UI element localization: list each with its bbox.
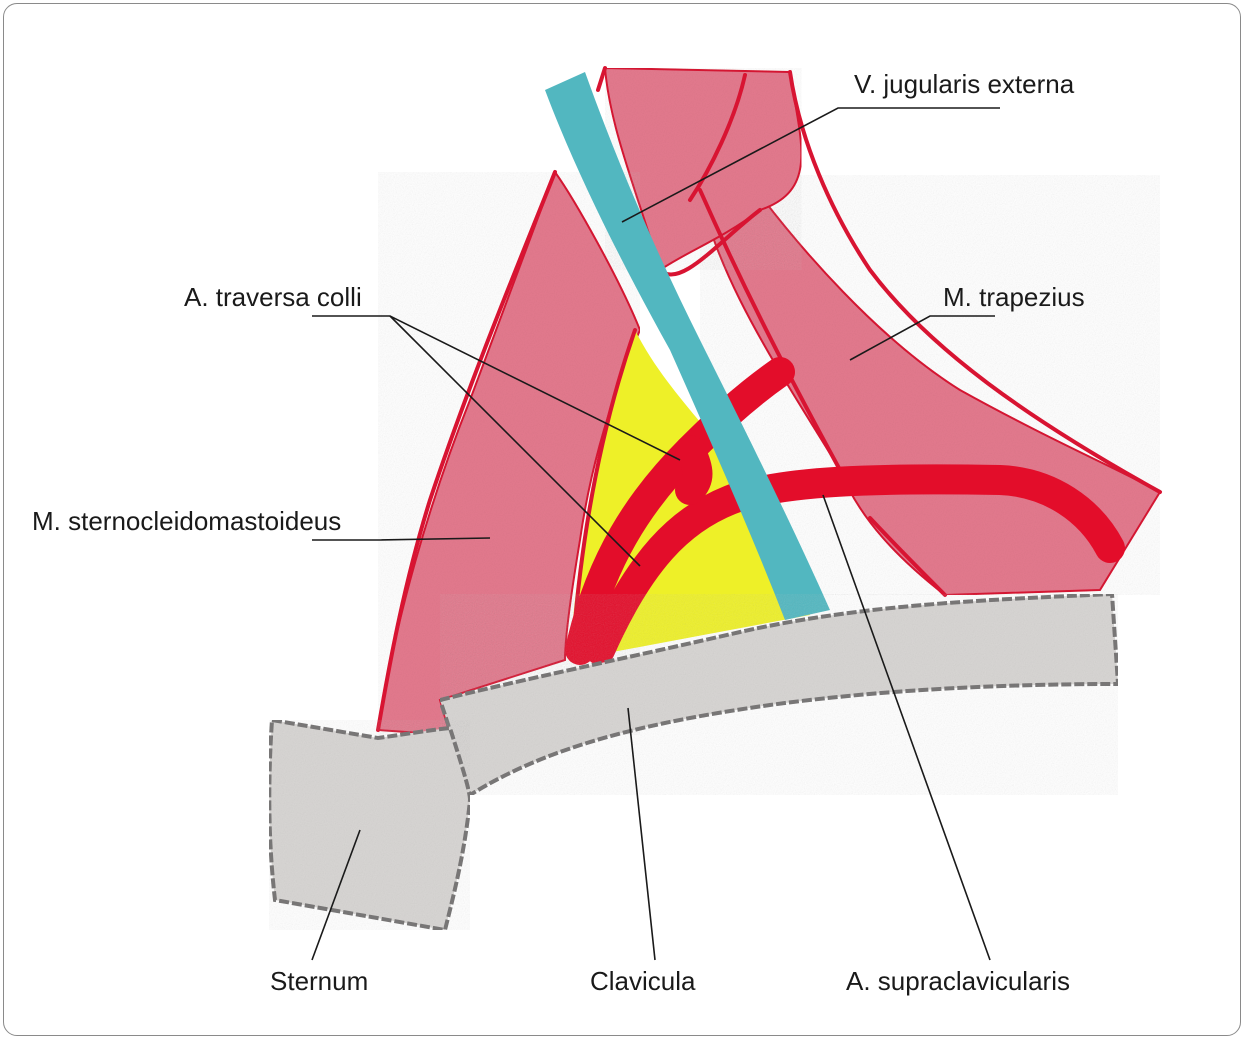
sternum-bone — [267, 717, 473, 933]
leader-lines — [311, 107, 1000, 961]
label-m-sternocleidomastoideus: M. sternocleidomastoideus — [32, 506, 342, 536]
label-clavicula: Clavicula — [590, 966, 696, 996]
neck-muscle-upper — [603, 66, 803, 272]
arteries — [565, 357, 1125, 665]
label-sternum: Sternum — [270, 966, 369, 996]
external-jugular-vein — [545, 72, 830, 620]
label-a-supraclavicularis: A. supraclavicularis — [846, 966, 1070, 996]
label-a-traversa-colli: A. traversa colli — [184, 282, 362, 312]
clavicula-bone — [437, 591, 1121, 799]
label-m-trapezius: M. trapezius — [943, 282, 1085, 312]
label-v-jugularis-externa: V. jugularis externa — [854, 69, 1075, 99]
